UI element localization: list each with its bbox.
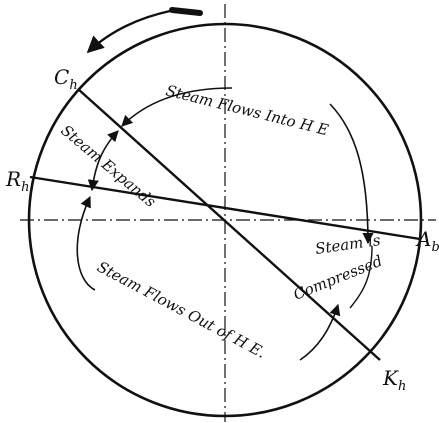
label-steam-flows-into: Steam Flows Into H E xyxy=(164,81,330,139)
label-steam-expands: Steam Expands xyxy=(57,121,159,211)
rotation-arrow-tail xyxy=(169,7,203,16)
point-c-label: Ch xyxy=(54,65,78,93)
point-r-label: Rh xyxy=(5,167,29,195)
exhaust-arc xyxy=(76,197,338,361)
expansion-arc xyxy=(87,130,119,192)
label-steam-flows-out: Steam Flows Out of H E. xyxy=(94,258,269,362)
point-a-label: Ab xyxy=(415,227,439,255)
label-compressed: Compressed xyxy=(291,252,385,304)
compression-arc xyxy=(349,245,373,309)
admission-arc xyxy=(122,87,368,243)
point-k-label: Kh xyxy=(382,366,406,394)
rotation-arrow xyxy=(86,9,171,54)
